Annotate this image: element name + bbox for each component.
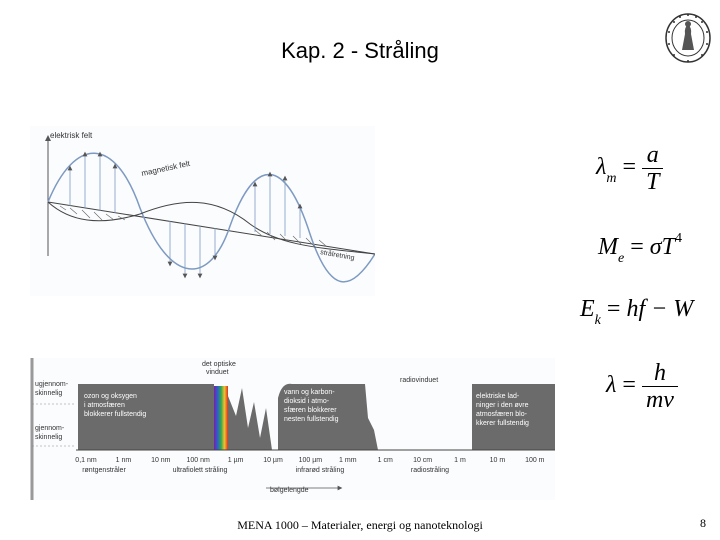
wavelength-ticks: 0,1 nm 1 nm 10 nm 100 nm 1 µm 10 µm 100 µm 1 mm… [75, 457, 544, 464]
wavelength-tick-label: 1 µm [228, 457, 244, 464]
opaque-label: ugjennom-skinnelig [35, 381, 69, 397]
radio-window-label: radiovinduet [400, 377, 438, 384]
equation-stefan-boltzmann: Me = σT4 [598, 231, 682, 266]
region-labels: røntgenstråler ultrafiolett stråling infra… [82, 466, 449, 474]
water-text: vann og karbon-dioksid i atmo-sfæren blo… [284, 389, 339, 423]
wavelength-tick-label: 100 m [525, 457, 545, 464]
university-seal-logo [665, 13, 711, 63]
wavelength-tick-label: 0,1 nm [75, 457, 97, 464]
slide-title: Kap. 2 - Stråling [281, 38, 439, 63]
transparent-label: gjennom-skinnelig [35, 425, 65, 441]
wavelength-tick-label: 10 nm [151, 457, 171, 464]
wavelength-tick-label: 10 µm [263, 457, 283, 464]
atmospheric-window-diagram: ugjennom-skinnelig gjennom-skinnelig det… [30, 358, 555, 500]
wavelength-tick-label: 1 cm [378, 457, 393, 464]
wavelength-tick-label: 100 µm [299, 457, 323, 464]
wavelength-tick-label: 10 cm [413, 457, 432, 464]
equation-photoelectric: Ek = hf − W [580, 296, 694, 328]
electric-field-label: elektrisk felt [50, 131, 93, 140]
wavelength-tick-label: 1 m [454, 457, 466, 464]
axis-label: bølgelengde [270, 487, 309, 494]
footer-text: MENA 1000 – Materialer, energi og nanote… [237, 518, 483, 532]
page-number: 8 [700, 516, 706, 530]
wavelength-tick-label: 10 m [490, 457, 506, 464]
magnetic-field-label: magnetisk felt [141, 159, 192, 178]
wavelength-tick-label: 1 mm [339, 457, 357, 464]
region-label: radiostråling [411, 466, 449, 474]
wavelength-tick-label: 1 nm [116, 457, 132, 464]
wavelength-tick-label: 100 nm [187, 457, 211, 464]
em-wave-diagram: elektrisk felt magnetisk felt strålretni… [30, 126, 375, 296]
region-label: infrarød stråling [296, 466, 345, 474]
region-label: røntgenstråler [82, 466, 126, 474]
region-label: ultrafiolett stråling [173, 466, 228, 474]
